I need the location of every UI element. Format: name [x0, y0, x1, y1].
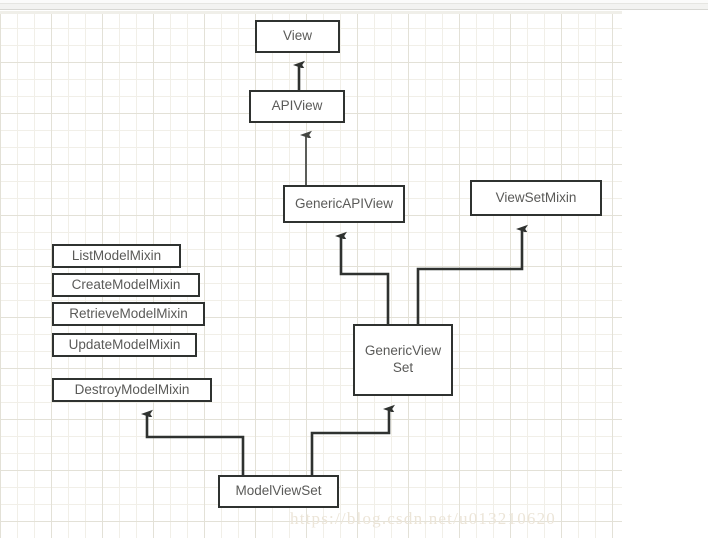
edge-modelviewset-to-genericviewset: [310, 409, 389, 475]
node-view-set-mixin[interactable]: ViewSetMixin: [470, 180, 602, 216]
node-list-model-mixin[interactable]: ListModelMixin: [52, 244, 181, 268]
edge-genericviewset-to-viewsetmixin: [416, 229, 522, 324]
node-apiview[interactable]: APIView: [249, 90, 345, 123]
node-create-model-mixin[interactable]: CreateModelMixin: [52, 273, 200, 297]
node-generic-view-set[interactable]: GenericView Set: [353, 324, 453, 396]
node-view[interactable]: View: [255, 20, 340, 53]
node-update-model-mixin[interactable]: UpdateModelMixin: [52, 333, 197, 357]
edge-modelviewset-to-destroymodelmixin: [147, 414, 245, 475]
edge-genericviewset-to-genericapiview: [341, 236, 390, 324]
canvas-top-edge: [0, 11, 622, 14]
node-model-view-set[interactable]: ModelViewSet: [218, 475, 339, 508]
window-chrome-band: [0, 0, 708, 10]
node-retrieve-model-mixin[interactable]: RetrieveModelMixin: [52, 302, 205, 326]
watermark-text: https://blog.csdn.net/u013210620: [290, 509, 557, 528]
window-chrome-inner-strip: [0, 0, 708, 4]
node-destroy-model-mixin[interactable]: DestroyModelMixin: [52, 378, 212, 402]
node-generic-api-view[interactable]: GenericAPIView: [283, 185, 405, 223]
